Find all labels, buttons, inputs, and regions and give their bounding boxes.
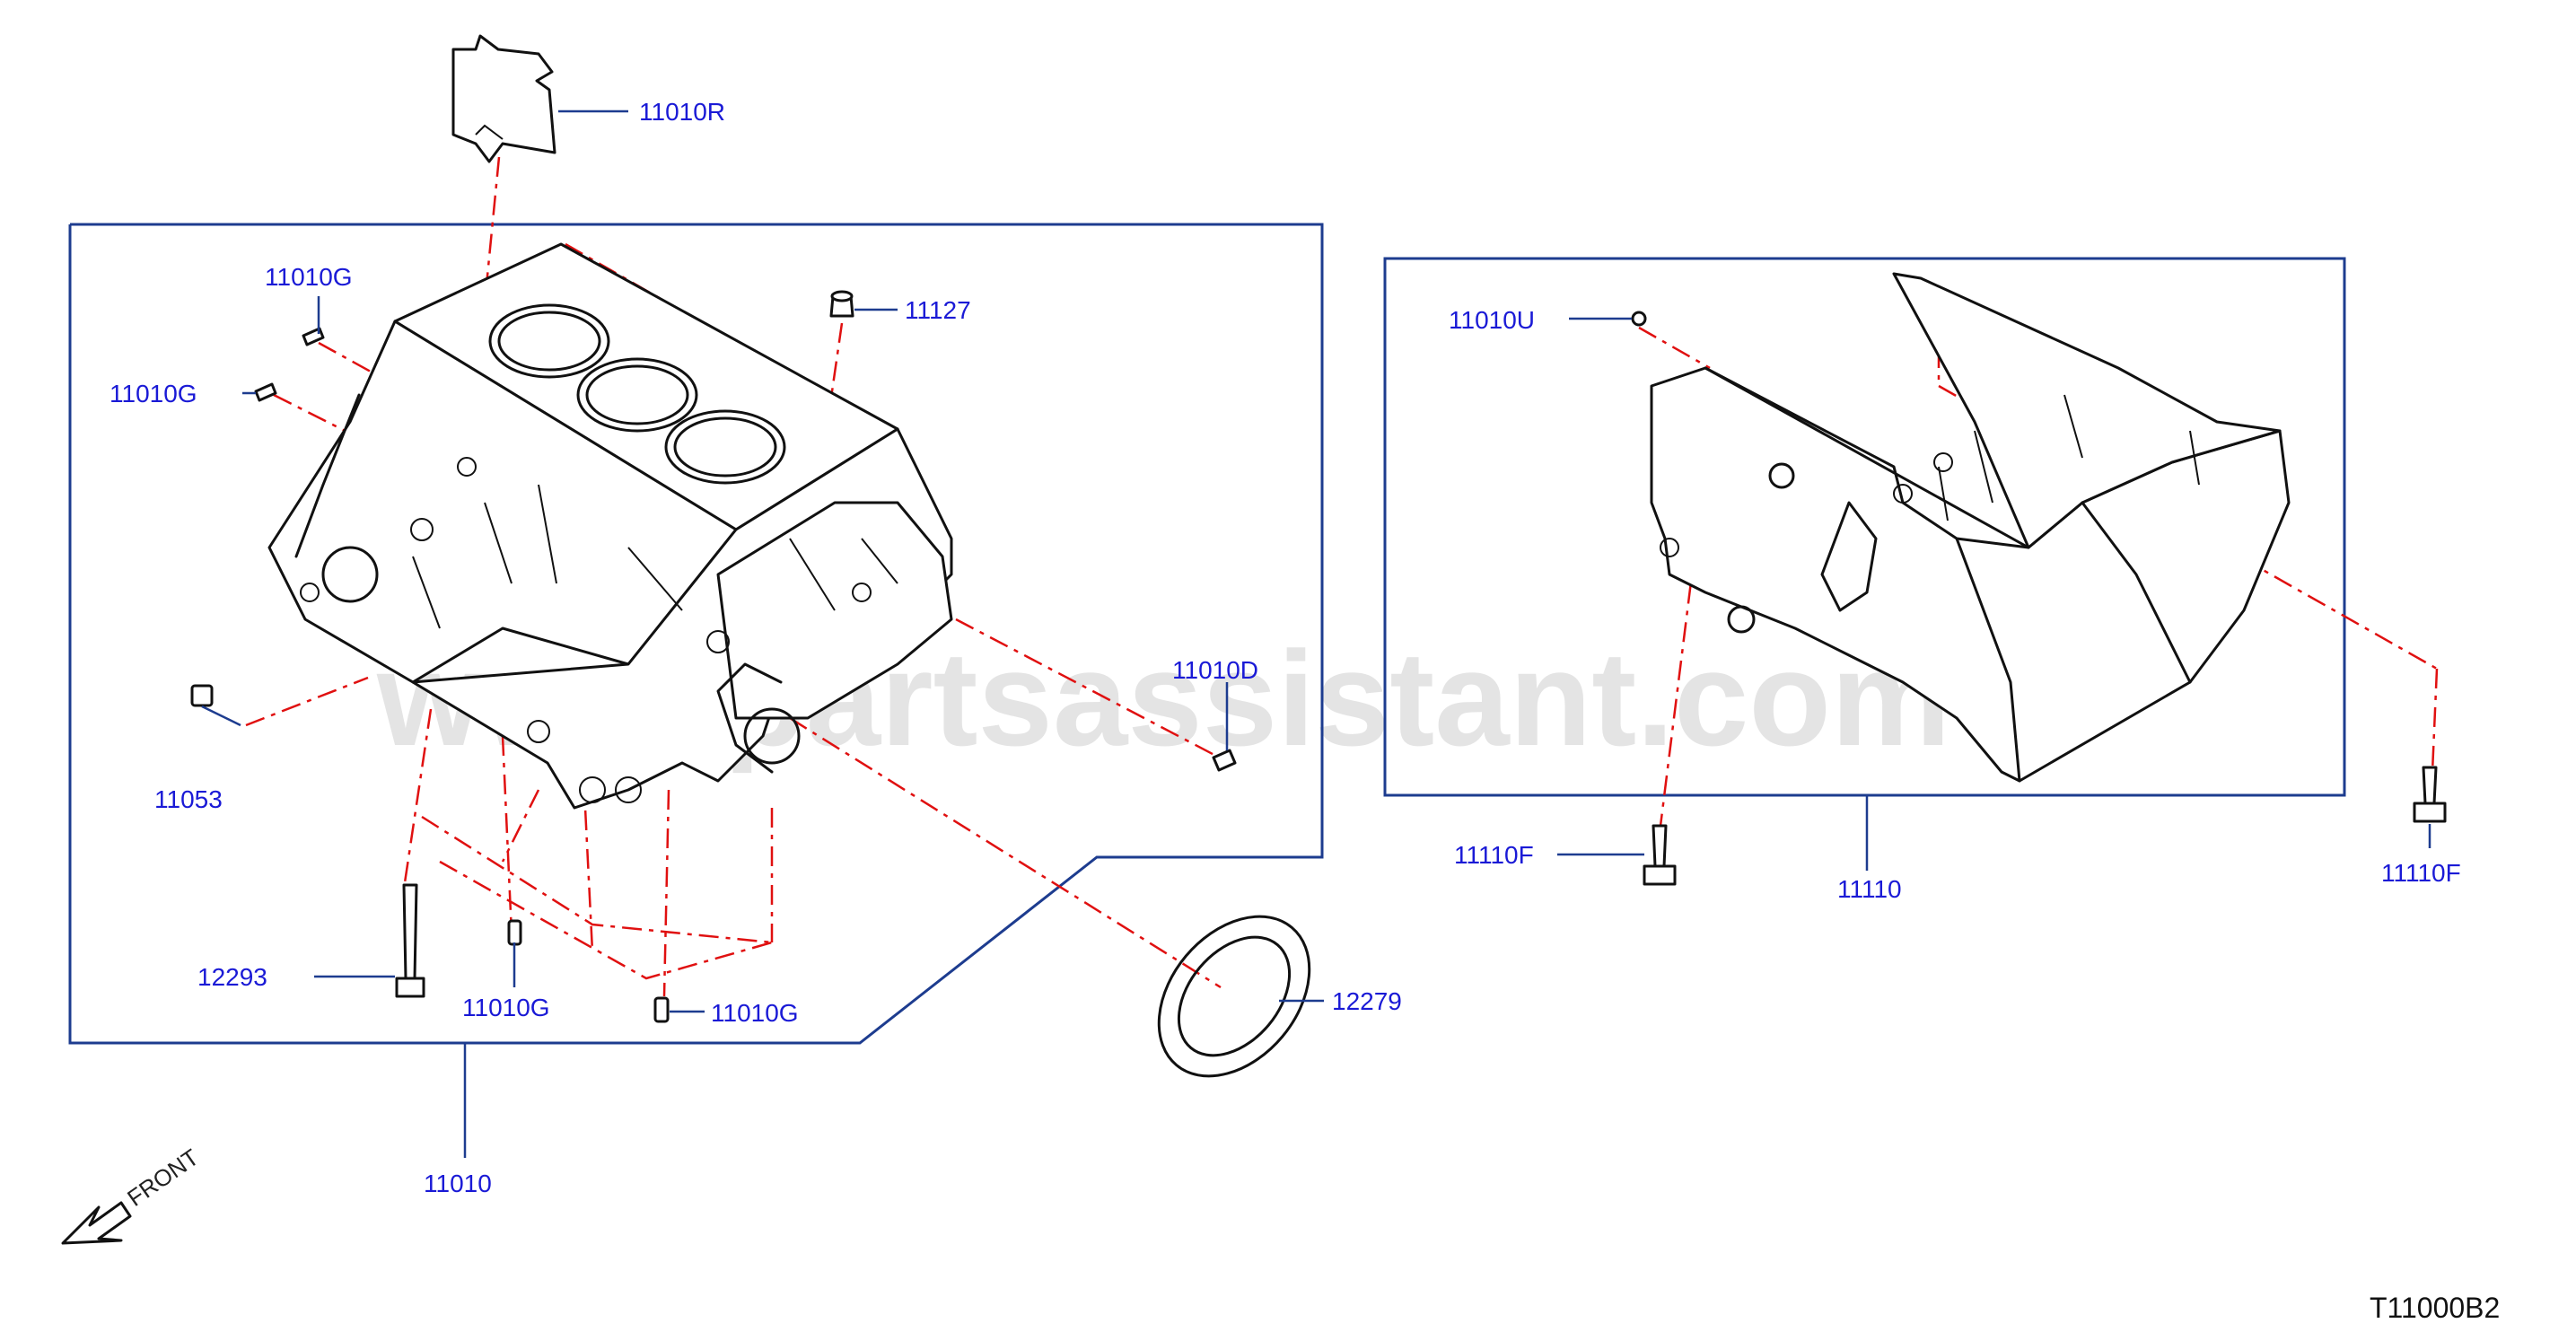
front-indicator: FRONT — [61, 1144, 204, 1245]
front-arrow-icon — [61, 1201, 132, 1245]
dowel-11010G-1 — [302, 327, 325, 346]
callouts: 11010R 11010G 11010G 11127 11010D 11053 … — [110, 98, 2461, 1197]
callout-12293: 12293 — [197, 963, 267, 991]
centerlines-left — [245, 156, 1231, 997]
callout-11110F-1: 11110F — [1454, 841, 1534, 869]
callout-12279: 12279 — [1332, 987, 1402, 1015]
lower-block-drawing — [1650, 272, 2291, 783]
callout-11110F-2: 11110F — [2381, 859, 2461, 887]
callout-11010D: 11010D — [1172, 656, 1258, 684]
callout-11010G-1: 11010G — [265, 263, 353, 291]
callout-11010G-2: 11010G — [110, 380, 197, 407]
callout-11010: 11010 — [424, 1170, 492, 1197]
callout-11053: 11053 — [154, 785, 223, 813]
callout-11127: 11127 — [905, 296, 971, 324]
diagram-code: T11000B2 — [2370, 1292, 2500, 1324]
front-label: FRONT — [122, 1144, 204, 1212]
cylinder-block-drawing — [267, 242, 953, 810]
callout-11010U: 11010U — [1449, 306, 1535, 334]
callout-11110: 11110 — [1837, 875, 1902, 903]
dowel-11010G-2 — [254, 382, 277, 402]
cylinder-block-frame — [68, 223, 1324, 1045]
part-11010R-drawing — [451, 34, 556, 163]
callout-11010G-3: 11010G — [462, 994, 550, 1021]
lower-block-frame — [1383, 257, 2346, 797]
leader-lines — [201, 110, 2431, 1158]
callout-11010R: 11010R — [639, 98, 725, 126]
hardware — [190, 290, 2447, 1078]
callout-11010G-4: 11010G — [711, 999, 799, 1027]
